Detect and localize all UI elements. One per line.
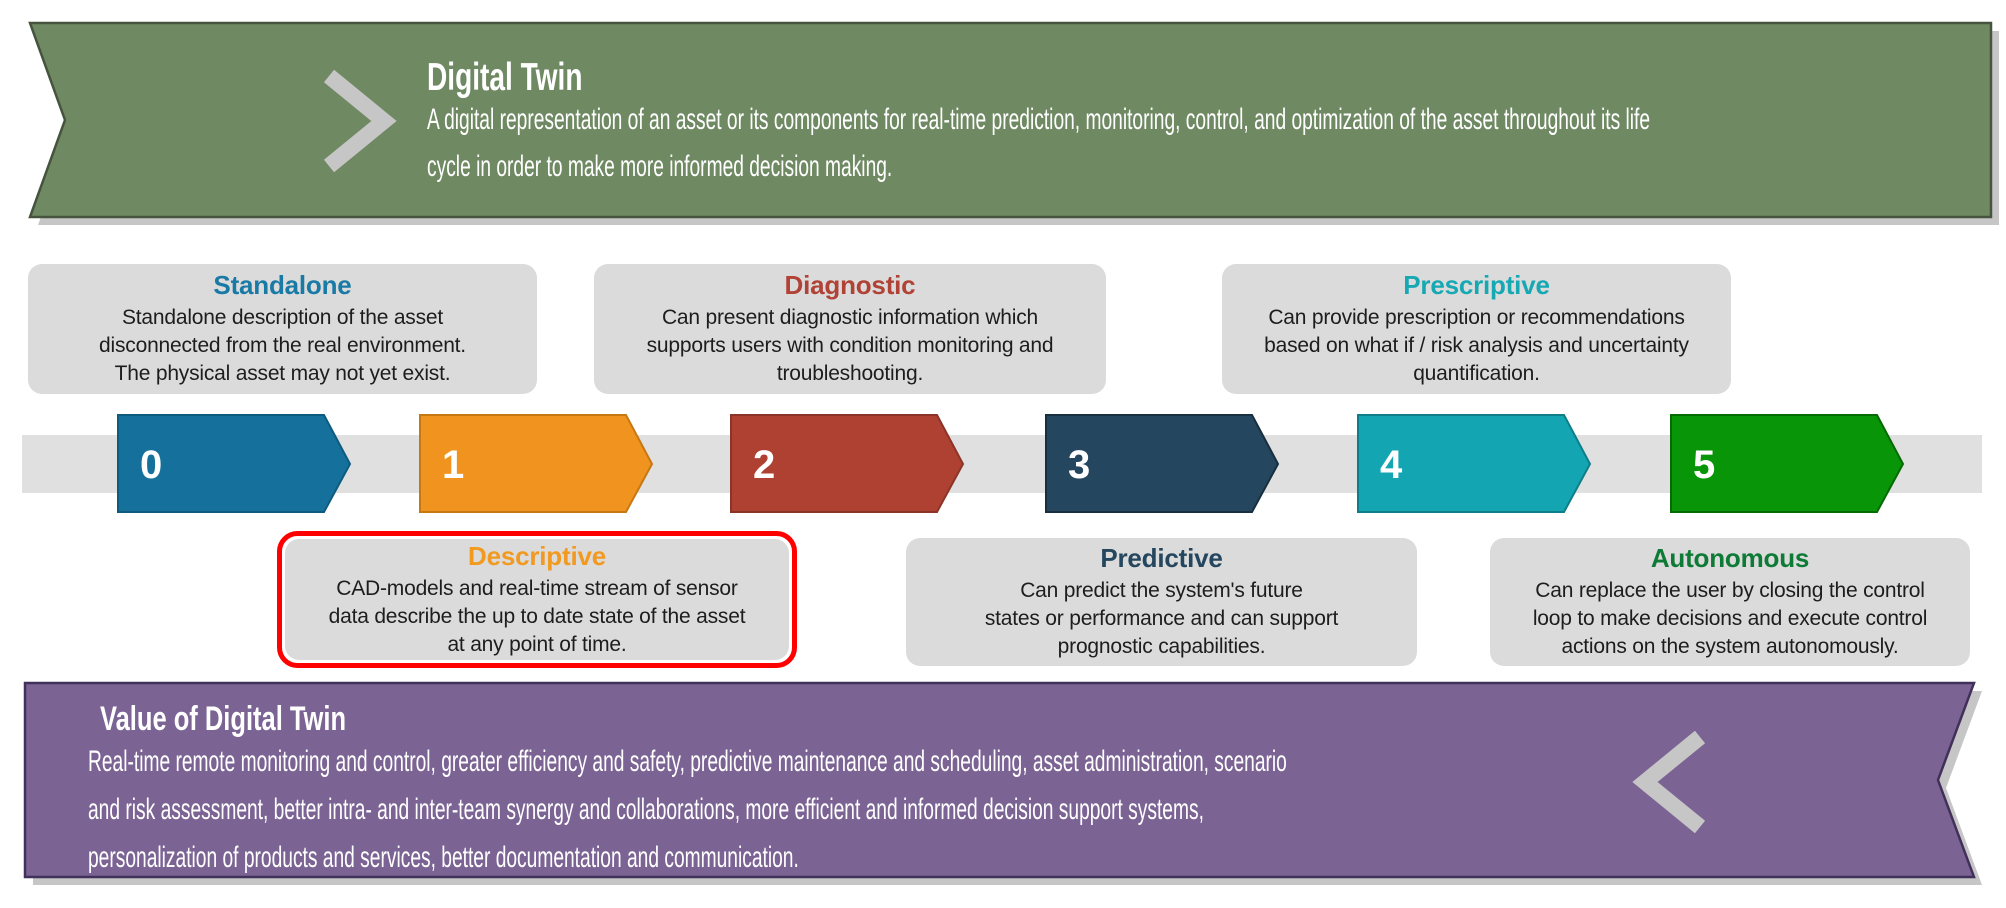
highlight-ring [277,531,797,668]
level-box-descriptive: Descriptive CAD-models and real-time str… [285,539,789,660]
level-number-1: 1 [442,443,464,487]
level-number-5: 5 [1693,443,1715,487]
level-box-description-autonomous: Can replace the user by closing the cont… [1532,579,1928,658]
level-box-title-autonomous: Autonomous [1650,543,1810,573]
level-number-4: 4 [1380,443,1403,487]
level-box-title-predictive: Predictive [1100,543,1223,573]
level-box-standalone: Standalone Standalone description of the… [28,264,537,394]
header-banner-description: A digital representation of an asset or … [427,103,1651,183]
value-ribbon [23,681,1976,879]
level-box-title-prescriptive: Prescriptive [1403,270,1550,300]
header-ribbon [28,21,1993,219]
value-banner-title: Value of Digital Twin [100,700,347,738]
level-arrow-1 [419,414,654,513]
level-box-autonomous: Autonomous Can replace the user by closi… [1490,538,1970,666]
level-number-3: 3 [1068,443,1090,487]
level-arrow-0 [117,414,352,513]
level-box-description-prescriptive: Can provide prescription or recommendati… [1264,306,1689,385]
level-arrow-3 [1045,414,1280,513]
level-box-title-descriptive: Descriptive [468,540,606,571]
level-box-description-diagnostic: Can present diagnostic information which… [646,306,1054,385]
level-number-2: 2 [753,443,775,487]
chevron-left-icon [1632,730,1706,834]
level-box-predictive: Predictive Can predict the system's futu… [906,538,1417,666]
value-banner-description: Real-time remote monitoring and control,… [88,745,1287,874]
chevron-right-icon [323,69,397,173]
level-arrow-4 [1357,414,1592,513]
level-arrow-2 [730,414,965,513]
level-box-diagnostic: Diagnostic Can present diagnostic inform… [594,264,1106,394]
level-box-description-predictive: Can predict the system's future states o… [984,579,1339,658]
level-box-title-standalone: Standalone [213,270,352,300]
level-box-prescriptive: Prescriptive Can provide prescription or… [1222,264,1731,394]
level-box-description-descriptive: CAD-models and real-time stream of senso… [328,576,746,656]
level-number-0: 0 [140,443,162,487]
header-banner-title: Digital Twin [427,56,583,99]
level-arrow-5 [1670,414,1905,513]
level-box-description-standalone: Standalone description of the asset disc… [99,306,466,385]
level-box-title-diagnostic: Diagnostic [784,270,916,300]
